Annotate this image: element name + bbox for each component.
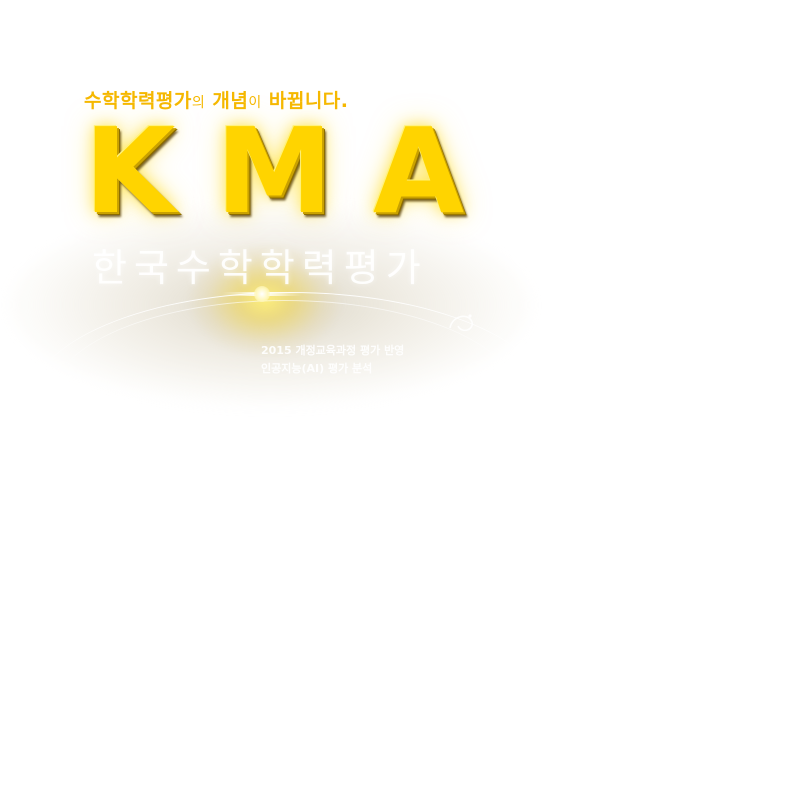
headline-part-2: 의: [191, 95, 206, 111]
headline: 수학학력평가의 개념이 바뀝니다.: [84, 86, 349, 113]
korean-subtitle: 한국수학학력평가: [92, 246, 428, 290]
swirl-icon: [449, 314, 473, 332]
headline-part-1: 수학학력평가: [84, 90, 192, 112]
headline-part-5: 바뀝니다.: [261, 90, 349, 112]
feature-item-ai: 인공지능(AI) 평가 분석: [261, 362, 373, 375]
light-arc-inner: [50, 300, 520, 501]
feature-item-curriculum: 2015 개정교육과정 평가 반영: [261, 344, 405, 357]
headline-part-3: 개념: [205, 90, 249, 112]
headline-part-4: 이: [248, 95, 262, 111]
feature-list: 2015 개정교육과정 평가 반영 인공지능(AI) 평가 분석: [261, 342, 404, 378]
flare-spark: [254, 286, 270, 302]
kma-logo-text: KMA: [84, 102, 505, 240]
